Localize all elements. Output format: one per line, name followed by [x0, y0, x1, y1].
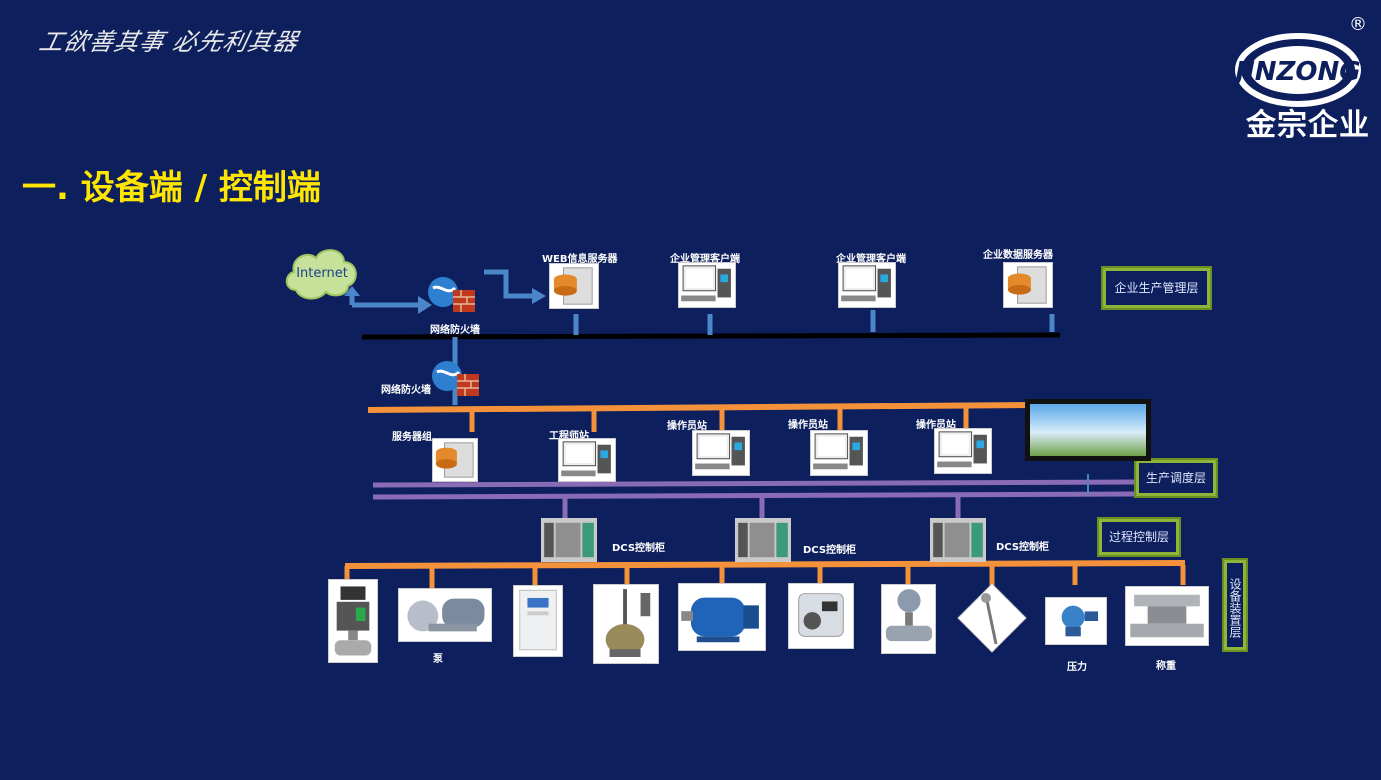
- device-bus: [344, 560, 1186, 569]
- weighing-module-icon: [1125, 586, 1209, 646]
- operator-station-label: 操作员站: [916, 420, 956, 431]
- layer-scheduling: 生产调度层: [1134, 458, 1218, 498]
- client-1-label: 企业管理客户端: [670, 254, 740, 265]
- control-bus-2: [372, 491, 1137, 500]
- brand-latin: JINZONG: [1232, 57, 1361, 87]
- firewall-label: 网络防火墙: [430, 325, 480, 336]
- dcs-cabinet-icon: [735, 518, 791, 562]
- engineer-station-label: 工程师站: [549, 431, 589, 442]
- registered-mark: ®: [1349, 14, 1367, 35]
- jinzong-logo: JINZONG ®: [1232, 14, 1367, 107]
- firewall-icon: [427, 274, 475, 314]
- layer-process: 过程控制层: [1097, 517, 1181, 557]
- temperature-sensor-icon: [957, 583, 1027, 653]
- computer-icon: [810, 430, 868, 476]
- arrow-icon: [484, 269, 534, 299]
- reactor-icon: [593, 584, 659, 664]
- server-group-label: 服务器组: [392, 432, 432, 443]
- computer-icon: [838, 262, 896, 308]
- internet-cloud-icon: Internet: [285, 249, 357, 300]
- data-server-icon: [1003, 262, 1053, 308]
- peristaltic-pump-icon: [788, 583, 854, 649]
- computer-icon: [934, 428, 992, 474]
- computer-icon: [558, 438, 616, 482]
- valve-icon: [328, 579, 378, 663]
- operator-station-label: 操作员站: [667, 421, 707, 432]
- client-2-label: 企业管理客户端: [836, 254, 906, 265]
- pressure-label: 压力: [1067, 662, 1087, 673]
- data-server-label: 企业数据服务器: [983, 250, 1053, 261]
- internet-label: Internet: [296, 266, 348, 281]
- computer-icon: [692, 430, 750, 476]
- scheduling-bus: [367, 402, 1031, 413]
- dcs-cabinet-icon: [930, 518, 986, 562]
- dcs-cabinet-label: DCS控制柜: [996, 542, 1050, 553]
- pressure-transmitter-icon: [1045, 597, 1107, 645]
- weighing-label: 称重: [1156, 661, 1176, 672]
- pump-label: 泵: [433, 654, 443, 665]
- web-server-label: WEB信息服务器: [542, 254, 618, 265]
- brand-cn: 金宗企业: [1246, 108, 1370, 143]
- layer-enterprise: 企业生产管理层: [1101, 266, 1212, 310]
- inverter-icon: [513, 585, 563, 657]
- pump-icon: [398, 588, 492, 642]
- large-display-screen: [1025, 399, 1151, 461]
- motor-icon: [678, 583, 766, 651]
- flowmeter-icon: [881, 584, 936, 654]
- control-bus-1: [372, 479, 1137, 488]
- dcs-cabinet-label: DCS控制柜: [612, 543, 666, 554]
- firewall-label: 网络防火墙: [381, 385, 431, 396]
- server-icon: [432, 438, 478, 482]
- dcs-cabinet-icon: [541, 518, 597, 562]
- firewall-icon: [431, 358, 479, 398]
- layer-device: 设备装置层: [1222, 558, 1248, 652]
- dcs-cabinet-label: DCS控制柜: [803, 545, 857, 556]
- page-title: 一. 设备端 / 控制端: [22, 168, 321, 208]
- operator-station-label: 操作员站: [788, 420, 828, 431]
- web-server-icon: [549, 263, 599, 309]
- enterprise-bus: [361, 332, 1061, 340]
- computer-icon: [678, 262, 736, 308]
